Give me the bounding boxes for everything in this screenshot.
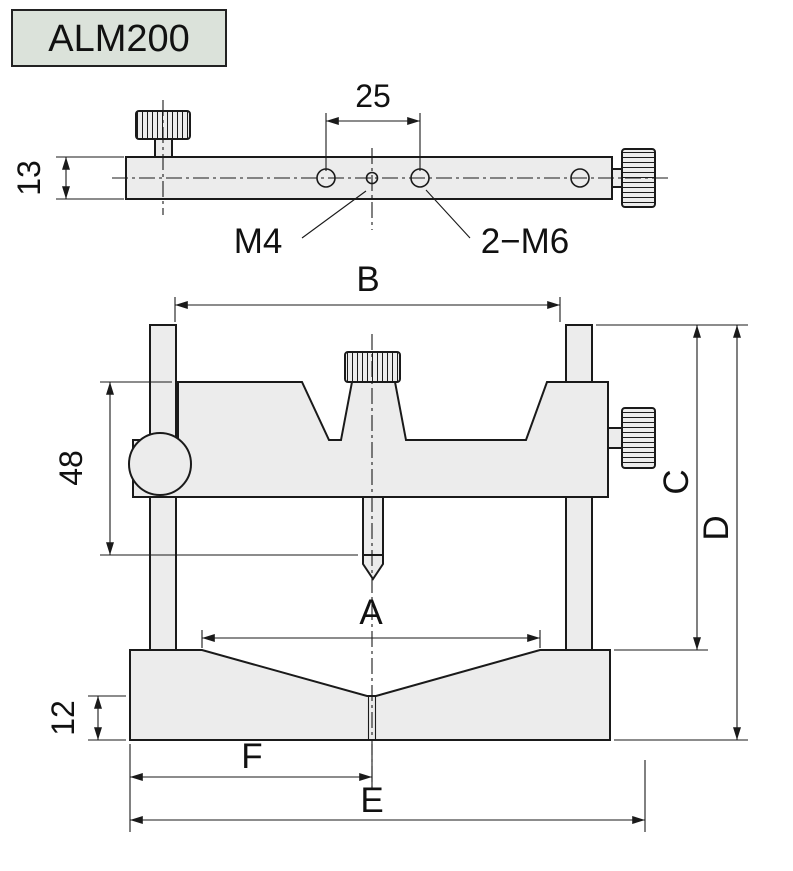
dim-e-label: E: [360, 781, 383, 820]
dimension-b: B: [174, 260, 561, 322]
dimension-12: 12: [45, 695, 126, 741]
adjust-wheel: [128, 432, 192, 496]
side-knob-stem: [607, 427, 623, 449]
dim-12-label: 12: [45, 700, 81, 736]
dimension-f: F: [129, 737, 373, 832]
top-view: 25 13 M4 2−M6: [11, 78, 668, 261]
dimension-48: 48: [53, 381, 358, 556]
dim-48-label: 48: [53, 450, 89, 486]
dimension-c: C: [596, 324, 748, 651]
v-base: [129, 649, 611, 741]
dimension-a: A: [201, 593, 541, 648]
model-label: ALM200: [48, 18, 190, 60]
leader-m4: M4: [234, 190, 367, 261]
dimension-d: D: [614, 325, 748, 741]
front-view: B 48 C D A: [45, 260, 748, 832]
dim-a-label: A: [359, 593, 383, 632]
probe-tip: [362, 554, 384, 581]
2m6-label: 2−M6: [481, 222, 570, 261]
dim-f-label: F: [241, 737, 262, 776]
side-knurled-knob: [621, 407, 656, 469]
dim-d-label: D: [697, 515, 736, 540]
dimension-25: 25: [325, 78, 421, 171]
m4-label: M4: [234, 222, 283, 261]
dim-25-label: 25: [355, 78, 391, 114]
model-label-box: ALM200: [11, 9, 227, 67]
dim-b-label: B: [356, 260, 379, 299]
dim-13-label: 13: [11, 160, 47, 196]
dimension-e: E: [130, 760, 646, 832]
probe-rod: [362, 496, 384, 556]
carriage-beam: [132, 381, 609, 498]
model-label-frame: [11, 9, 227, 67]
leader-2m6: 2−M6: [425, 189, 570, 261]
dim-c-label: C: [657, 469, 696, 494]
dimension-13: 13: [11, 156, 124, 200]
